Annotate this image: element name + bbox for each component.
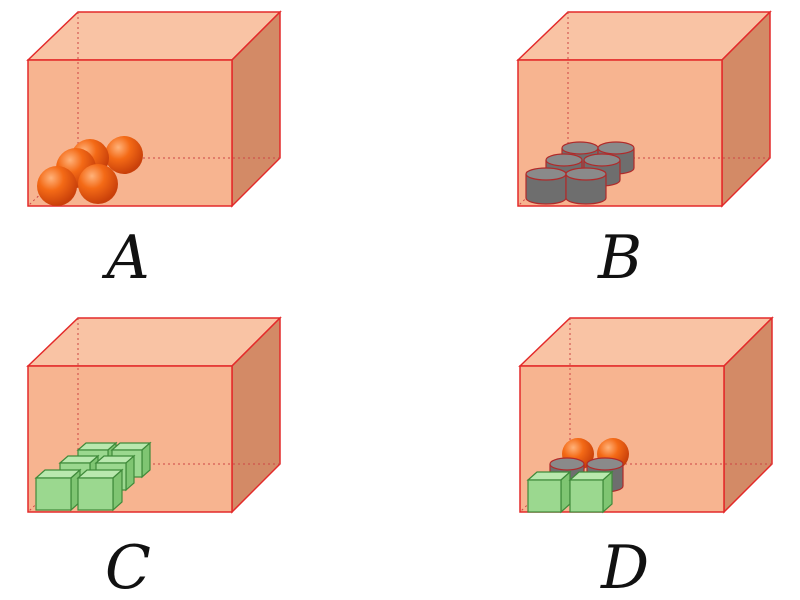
cube <box>34 468 82 512</box>
panel-label-c: C <box>105 533 151 600</box>
cylinder <box>565 167 607 205</box>
cube <box>76 468 124 512</box>
sphere <box>78 164 118 204</box>
cube <box>526 470 572 514</box>
panel-label-d: D <box>600 533 649 600</box>
panel-a: A <box>26 10 282 293</box>
spheres-a <box>37 136 143 206</box>
panel-c: C <box>26 316 282 600</box>
panel-b: B <box>516 10 772 293</box>
panel-label-a: A <box>101 223 149 293</box>
panel-d: D <box>518 316 774 600</box>
sphere <box>105 136 143 174</box>
sphere <box>37 166 77 206</box>
panel-label-b: B <box>597 223 642 293</box>
cubes-c <box>34 441 152 512</box>
cylinder <box>525 167 567 205</box>
cubes-d <box>526 470 614 514</box>
cube <box>568 470 614 514</box>
cylinders-b <box>525 141 635 205</box>
